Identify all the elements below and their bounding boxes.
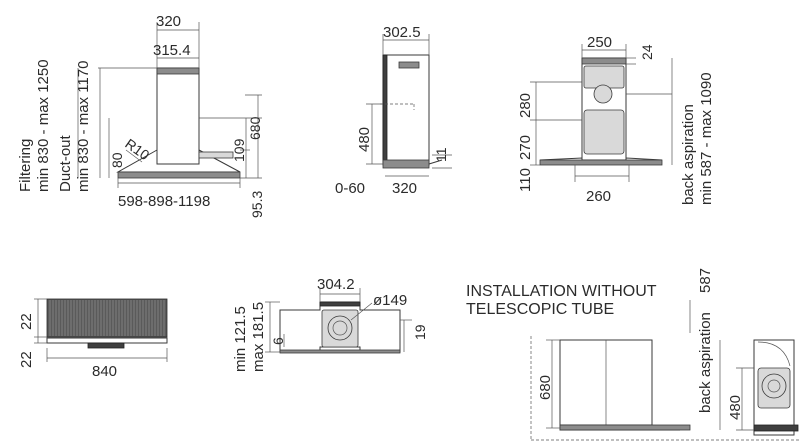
chimney-cap xyxy=(156,67,200,75)
filtering-range: min 830 - max 1250 xyxy=(35,59,52,192)
back-dim-24: 24 xyxy=(639,44,655,60)
top-dim-19: 19 xyxy=(412,324,428,340)
chimney-inner-width: 315.4 xyxy=(153,42,191,59)
side-dim-11: 11 xyxy=(433,147,449,162)
top-diameter: ø149 xyxy=(373,292,407,309)
side-view xyxy=(366,34,452,177)
side-vent xyxy=(398,61,420,69)
side-bottom-depth: 320 xyxy=(392,180,417,197)
side-dim-480: 480 xyxy=(356,127,373,152)
side-hood-base xyxy=(382,159,430,169)
install-back-aspiration-label: back aspiration xyxy=(697,312,714,413)
dim-680: 680 xyxy=(247,116,263,140)
top-view xyxy=(265,288,412,354)
front-hood-base xyxy=(117,171,241,179)
plan-dim-22-bottom: 22 xyxy=(18,351,35,368)
plan-width: 840 xyxy=(92,363,117,380)
back-motor xyxy=(593,84,613,104)
back-dim-270: 270 xyxy=(517,135,534,160)
top-width: 304.2 xyxy=(317,276,355,293)
install-dim-680: 680 xyxy=(537,375,554,400)
dim-80: 80 xyxy=(109,152,125,168)
ductout-label: Duct-out xyxy=(57,134,74,192)
front-vent xyxy=(198,151,234,159)
dim-109: 109 xyxy=(231,138,247,162)
top-duct-circle xyxy=(327,315,353,341)
chimney xyxy=(156,67,200,165)
install-fan xyxy=(761,373,787,399)
back-hood-base xyxy=(539,159,663,166)
back-dim-110: 110 xyxy=(517,168,534,192)
chimney-outer-width: 320 xyxy=(156,13,181,30)
top-min-label: min 121.5 xyxy=(232,306,249,372)
back-dim-280: 280 xyxy=(517,93,534,118)
back-aspiration-range: min 587 - max 1090 xyxy=(698,72,715,205)
back-aspiration-label: back aspiration xyxy=(680,104,697,205)
front-view xyxy=(77,22,262,188)
ductout-range: min 830 - max 1170 xyxy=(75,61,92,192)
install-view xyxy=(530,300,800,441)
radius-label: R10 xyxy=(122,135,152,163)
plan-view xyxy=(34,298,168,362)
install-title-line2: TELESCOPIC TUBE xyxy=(466,301,614,318)
plan-dim-22-top: 22 xyxy=(18,313,35,330)
side-chimney xyxy=(382,54,430,166)
install-title-line1: INSTALLATION WITHOUT xyxy=(466,283,657,300)
back-view xyxy=(530,44,673,182)
install-dim-480: 480 xyxy=(727,395,744,420)
install-dim-587: 587 xyxy=(697,268,714,293)
hood-widths: 598-898-1198 xyxy=(118,193,210,210)
back-bottom-width: 260 xyxy=(586,188,611,205)
dim-95-3: 95.3 xyxy=(249,191,265,218)
side-dim-0-60: 0-60 xyxy=(335,180,365,197)
top-max-label: max 181.5 xyxy=(250,302,267,372)
top-dim-6: 6 xyxy=(270,337,286,345)
filtering-label: Filtering xyxy=(17,139,34,192)
back-top-width: 250 xyxy=(587,34,612,51)
side-top-depth: 302.5 xyxy=(383,24,421,41)
